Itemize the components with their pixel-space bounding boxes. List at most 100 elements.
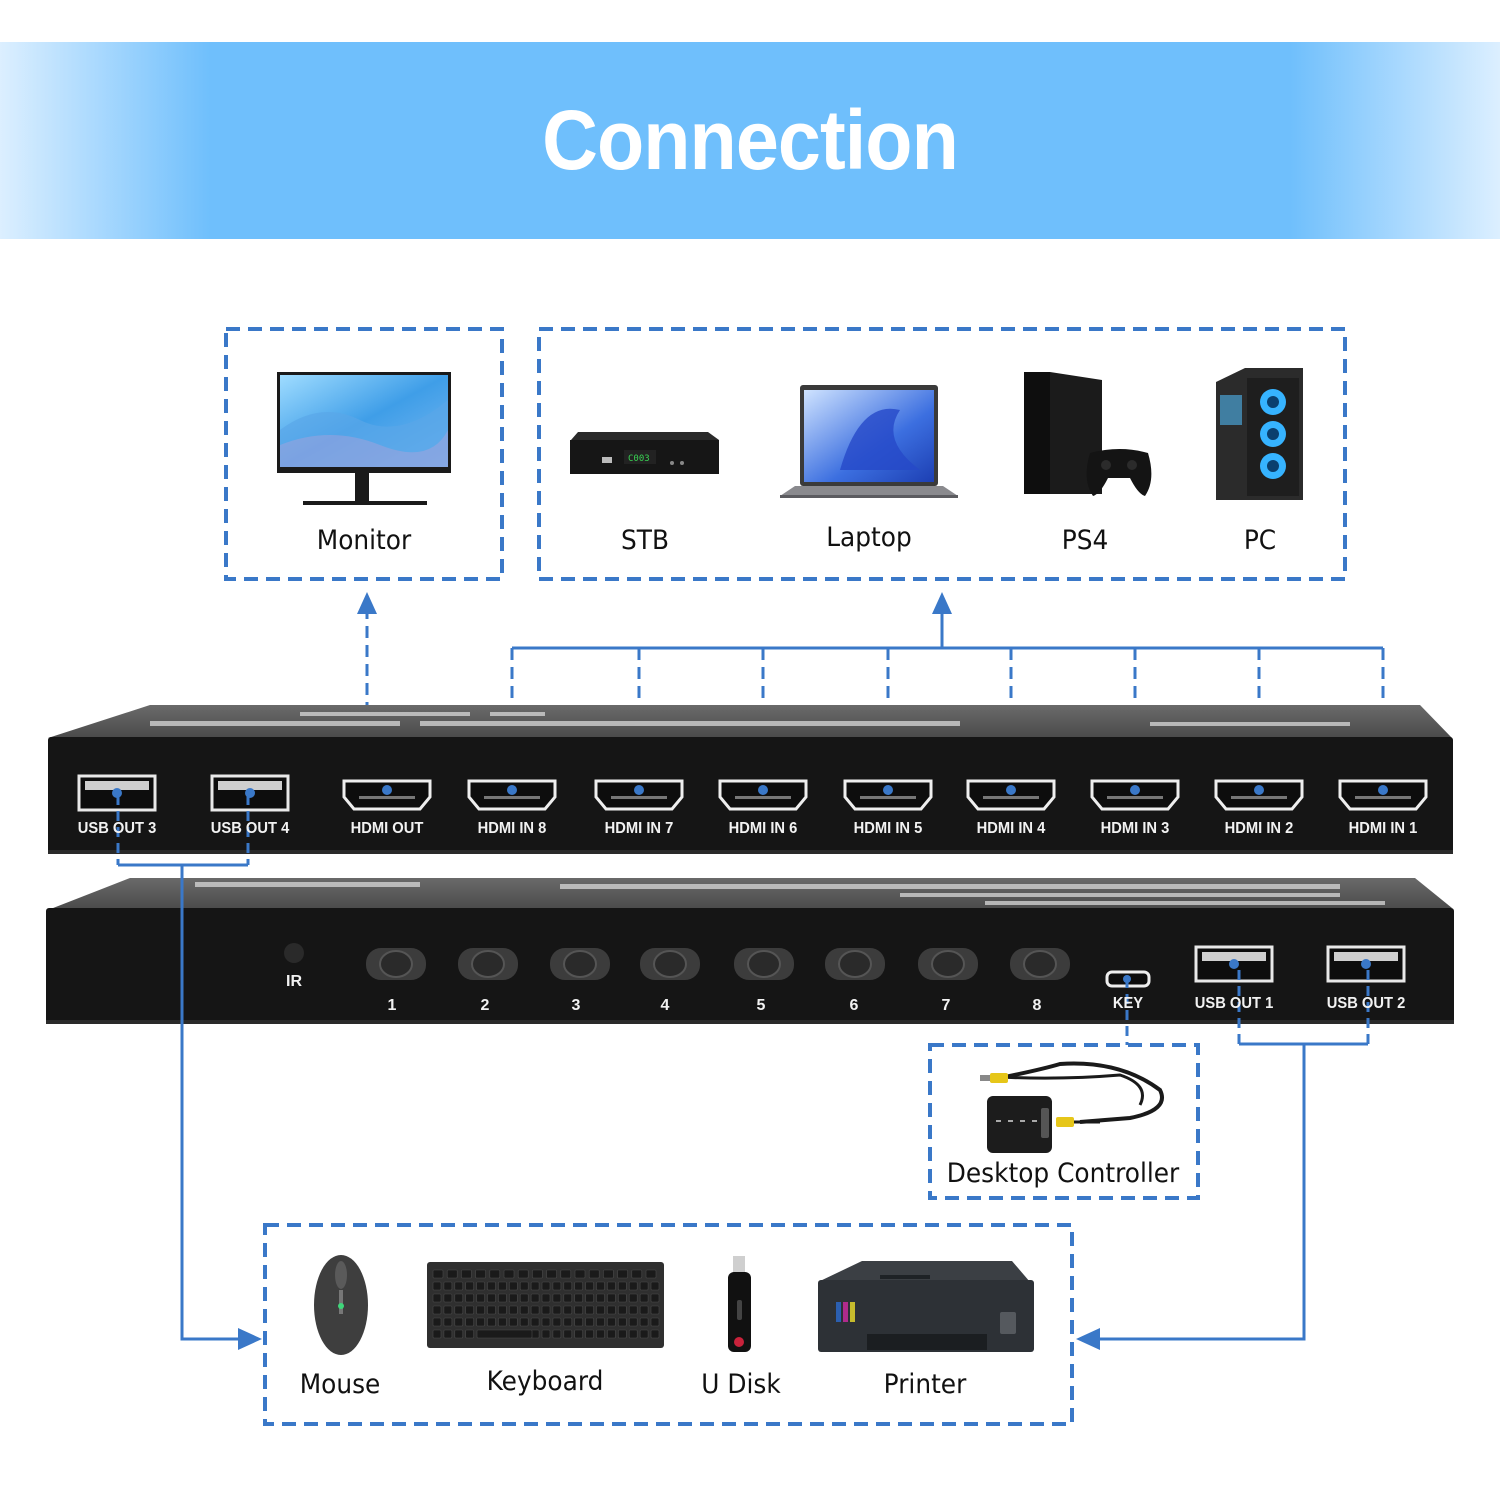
keyboard-key bbox=[530, 1281, 540, 1291]
keyboard-key bbox=[446, 1269, 458, 1279]
hdmi-in-5-port bbox=[843, 779, 933, 811]
keyboard-key bbox=[563, 1293, 573, 1303]
keyboard-key bbox=[517, 1269, 529, 1279]
port-label-hdmi-in-7: HDMI IN 7 bbox=[604, 820, 674, 837]
keyboard-key bbox=[596, 1329, 605, 1339]
keyboard-key bbox=[617, 1281, 627, 1291]
keyboard-key bbox=[465, 1305, 475, 1315]
keyboard-key bbox=[530, 1293, 540, 1303]
button-label-1: 1 bbox=[387, 997, 397, 1014]
usb-out-1-2-link bbox=[1076, 970, 1370, 1350]
keyboard-key bbox=[639, 1293, 649, 1303]
keyboard-key bbox=[476, 1281, 485, 1291]
input-select-button-8[interactable] bbox=[1010, 948, 1070, 980]
printer-icon bbox=[818, 1261, 1034, 1352]
keyboard-key bbox=[546, 1269, 557, 1279]
keyboard-key bbox=[585, 1317, 594, 1327]
keyboard-key bbox=[552, 1305, 562, 1315]
keyboard-key bbox=[585, 1305, 594, 1315]
keyboard-spacebar bbox=[476, 1329, 533, 1339]
keyboard-key bbox=[617, 1305, 627, 1315]
page-title: Connection bbox=[542, 93, 959, 187]
keyboard-key bbox=[476, 1317, 485, 1327]
keyboard-icon bbox=[427, 1262, 664, 1348]
keyboard-key bbox=[454, 1329, 464, 1339]
keyboard-key bbox=[560, 1269, 572, 1279]
keyboard-key bbox=[541, 1305, 551, 1315]
keyboard-key bbox=[563, 1281, 573, 1291]
keyboard-key bbox=[596, 1293, 605, 1303]
input-select-button-4[interactable] bbox=[640, 948, 700, 980]
button-label-3: 3 bbox=[571, 997, 581, 1014]
port-label-key: KEY bbox=[1112, 995, 1144, 1012]
hdmi-out-port bbox=[342, 779, 432, 811]
input-select-button-7[interactable] bbox=[918, 948, 978, 980]
keyboard-key bbox=[532, 1269, 543, 1279]
device-label-u-disk: U Disk bbox=[701, 1369, 781, 1400]
keyboard-key bbox=[607, 1281, 616, 1291]
controller-group-box bbox=[928, 1043, 1200, 1200]
button-label-7: 7 bbox=[941, 997, 951, 1014]
keyboard-key bbox=[487, 1293, 496, 1303]
keyboard-key bbox=[443, 1281, 453, 1291]
keyboard-key bbox=[454, 1305, 464, 1315]
arrow-right-icon bbox=[238, 1328, 262, 1350]
keyboard-key bbox=[574, 1281, 584, 1291]
keyboard-key bbox=[617, 1269, 628, 1279]
keyboard-key bbox=[454, 1293, 464, 1303]
port-label-hdmi-in-3: HDMI IN 3 bbox=[1100, 820, 1170, 837]
keyboard-key bbox=[465, 1293, 475, 1303]
desktop-controller-icon bbox=[980, 1061, 1164, 1153]
keyboard-key bbox=[645, 1269, 657, 1279]
keyboard-key bbox=[465, 1317, 475, 1327]
keyboard-key bbox=[454, 1317, 464, 1327]
input-select-button-5[interactable] bbox=[734, 948, 794, 980]
keyboard-key bbox=[432, 1293, 442, 1303]
button-label-2: 2 bbox=[480, 997, 490, 1014]
keyboard-key bbox=[552, 1281, 562, 1291]
keyboard-key bbox=[650, 1329, 660, 1339]
monitor-icon bbox=[277, 372, 451, 505]
input-select-button-6[interactable] bbox=[825, 948, 885, 980]
port-label-usb-out-1: USB OUT 1 bbox=[1194, 995, 1274, 1012]
keyboard-key bbox=[650, 1293, 660, 1303]
device-label-ps4: PS4 bbox=[1061, 525, 1109, 556]
keyboard-key bbox=[574, 1305, 584, 1315]
keyboard-key bbox=[432, 1305, 442, 1315]
keyboard-key bbox=[432, 1317, 442, 1327]
keyboard-key bbox=[650, 1305, 660, 1315]
port-label-usb-out-4: USB OUT 4 bbox=[210, 820, 290, 837]
keyboard-key bbox=[639, 1329, 649, 1339]
usb-out-2-port bbox=[1326, 945, 1406, 983]
hdmi-in-2-port bbox=[1214, 779, 1304, 811]
keyboard-key bbox=[552, 1293, 562, 1303]
usb-out-1-port bbox=[1194, 945, 1274, 983]
keyboard-key bbox=[563, 1305, 573, 1315]
keyboard-key bbox=[563, 1317, 573, 1327]
keyboard-key bbox=[498, 1305, 507, 1315]
keyboard-key bbox=[443, 1293, 453, 1303]
port-label-hdmi-in-1: HDMI IN 1 bbox=[1348, 820, 1418, 837]
keyboard-key bbox=[631, 1269, 643, 1279]
input-select-button-1[interactable] bbox=[366, 948, 426, 980]
arrow-left-icon bbox=[1076, 1328, 1100, 1350]
keyboard-key bbox=[574, 1317, 584, 1327]
keyboard-key bbox=[519, 1317, 529, 1327]
keyboard-key bbox=[487, 1281, 496, 1291]
button-label-4: 4 bbox=[660, 997, 670, 1014]
device-label-laptop: Laptop bbox=[826, 522, 912, 553]
port-label-hdmi-in-2: HDMI IN 2 bbox=[1224, 820, 1294, 837]
button-label-6: 6 bbox=[849, 997, 859, 1014]
keyboard-key bbox=[585, 1281, 594, 1291]
port-label-usb-out-3: USB OUT 3 bbox=[77, 820, 157, 837]
display-group-box bbox=[224, 327, 504, 581]
keyboard-key bbox=[607, 1317, 616, 1327]
keyboard-key bbox=[465, 1329, 475, 1339]
keyboard-key bbox=[508, 1317, 518, 1327]
keyboard-key bbox=[498, 1293, 507, 1303]
mouse-icon bbox=[314, 1255, 368, 1355]
keyboard-key bbox=[498, 1317, 507, 1327]
input-select-button-2[interactable] bbox=[458, 948, 518, 980]
input-select-button-3[interactable] bbox=[550, 948, 610, 980]
keyboard-key bbox=[639, 1317, 649, 1327]
